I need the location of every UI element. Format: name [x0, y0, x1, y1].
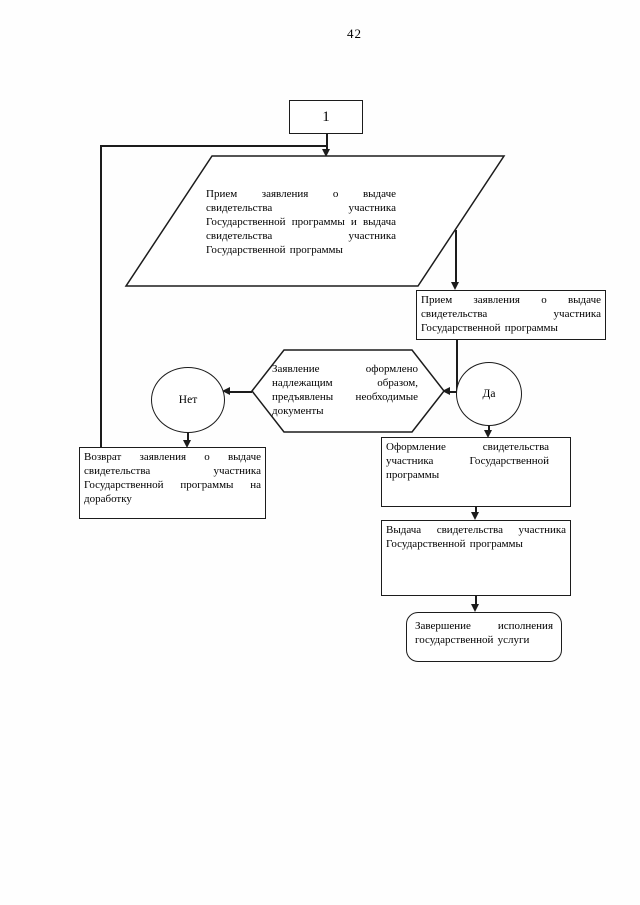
prepare-certificate-box: Оформление свидетельства участника Госуд… — [381, 437, 571, 507]
process-title-text: Прием заявления о выдаче свидетельства у… — [206, 188, 396, 256]
arrowhead-into-receive — [451, 282, 459, 290]
flow-line-issue-to-end — [475, 596, 477, 605]
no-circle: Нет — [151, 367, 225, 433]
page-number: 42 — [347, 26, 362, 41]
issue-certificate-box: Выдача свидетельства участника Государст… — [381, 520, 571, 596]
arrowhead-into-decision — [442, 387, 450, 395]
arrowhead-into-issue — [471, 512, 479, 520]
flow-line-no-to-return — [187, 433, 189, 441]
connector-label: 1 — [322, 108, 330, 125]
arrowhead-into-end — [471, 604, 479, 612]
parallelogram-shape — [124, 155, 506, 287]
hexagon-shape — [251, 349, 445, 433]
process-parallelogram — [124, 155, 506, 287]
end-terminator-text: Завершение исполнения государственной ус… — [415, 620, 553, 646]
no-label: Нет — [178, 394, 198, 406]
connector-box-1: 1 — [289, 100, 363, 134]
end-terminator: Завершение исполнения государственной ус… — [406, 612, 562, 662]
decision-hexagon — [251, 349, 445, 433]
flow-line-prepare-to-issue — [475, 507, 477, 513]
flow-line-feedback-vertical — [100, 145, 102, 447]
flow-line-yes-to-prepare — [488, 426, 490, 431]
flow-line-receive-to-decision — [456, 340, 458, 392]
flow-line-connector-to-process — [326, 134, 328, 151]
flow-line-junction-to-decision — [450, 391, 457, 393]
flow-line-feedback-horizontal — [100, 145, 327, 147]
arrowhead-into-return — [183, 440, 191, 448]
yes-circle: Да — [456, 362, 522, 426]
flow-line-decision-to-no — [229, 391, 252, 393]
issue-certificate-text: Выдача свидетельства участника Государст… — [386, 524, 566, 550]
flow-line-process-to-receive — [455, 230, 457, 283]
prepare-certificate-text: Оформление свидетельства участника Госуд… — [386, 441, 549, 481]
decision-text: Заявление оформлено надлежащим образом, … — [272, 363, 418, 417]
receive-application-text: Прием заявления о выдаче свидетельства у… — [421, 294, 601, 334]
return-application-box: Возврат заявления о выдаче свидетельства… — [79, 447, 266, 519]
yes-label: Да — [482, 388, 496, 400]
receive-application-box: Прием заявления о выдаче свидетельства у… — [416, 290, 606, 340]
arrowhead-into-no — [222, 387, 230, 395]
return-application-text: Возврат заявления о выдаче свидетельства… — [84, 451, 261, 505]
arrowhead-into-prepare — [484, 430, 492, 438]
arrowhead-into-process — [322, 149, 330, 157]
